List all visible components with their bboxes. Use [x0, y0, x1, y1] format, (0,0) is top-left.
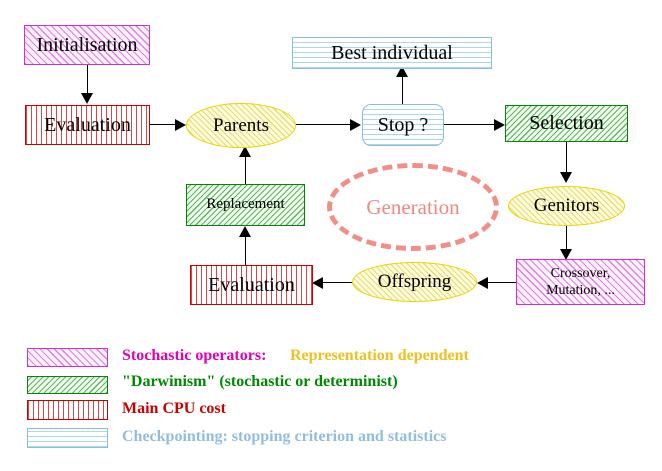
node-replacement-label: Replacement: [206, 196, 285, 213]
arrowhead-up-best-individual: [396, 66, 408, 77]
arrowhead-left-evaluation-bottom: [312, 277, 323, 289]
arrowhead-up-parents: [239, 146, 251, 157]
arrowhead-right-selection: [494, 119, 505, 131]
legend-label-darwinism: "Darwinism" (stochastic or determinist): [122, 373, 398, 390]
legend-label-checkpointing: Checkpointing: stopping criterion and st…: [122, 428, 447, 445]
node-initialisation-label: Initialisation: [36, 33, 138, 56]
arrowhead-up-replacement: [239, 226, 251, 237]
node-evaluation-top[interactable]: Evaluation: [25, 105, 150, 145]
node-genitors-label: Genitors: [533, 195, 600, 217]
legend-swatch-stochastic-operators: [27, 348, 108, 367]
edge-selection-genitors: [566, 141, 568, 175]
node-parents[interactable]: Parents: [186, 103, 296, 148]
node-evaluation-bottom-label: Evaluation: [208, 273, 295, 296]
node-stop[interactable]: Stop ?: [362, 104, 444, 146]
edge-evaluation-parents: [150, 124, 182, 126]
edge-stop-selection: [444, 124, 502, 126]
edge-evaluation-replacement: [245, 230, 247, 268]
edge-genitors-crossover: [566, 225, 568, 253]
arrowhead-right-parents: [175, 119, 186, 131]
edge-replacement-parents: [245, 150, 247, 184]
node-offspring[interactable]: Offspring: [352, 262, 477, 302]
node-initialisation[interactable]: Initialisation: [24, 25, 150, 65]
node-offspring-label: Offspring: [377, 271, 452, 293]
edge-initialisation-evaluation: [87, 65, 89, 97]
node-crossover-mutation[interactable]: Crossover, Mutation, ...: [516, 259, 645, 305]
legend-label-main-cpu-cost: Main CPU cost: [122, 400, 226, 417]
arrowhead-right-stop: [350, 119, 361, 131]
edge-stop-best-individual: [402, 70, 404, 105]
node-generation-label: Generation: [366, 194, 460, 219]
legend-swatch-checkpointing: [27, 428, 108, 448]
node-genitors[interactable]: Genitors: [508, 186, 625, 226]
arrowhead-down-genitors: [560, 172, 572, 183]
edge-offspring-evaluation: [318, 282, 356, 284]
arrowhead-left-offspring: [477, 277, 488, 289]
node-parents-label: Parents: [213, 114, 269, 136]
node-evaluation-top-label: Evaluation: [44, 113, 131, 136]
node-stop-label: Stop ?: [377, 113, 429, 136]
arrowhead-down-evaluation-top: [81, 93, 93, 104]
legend-swatch-darwinism: [27, 376, 108, 394]
node-replacement[interactable]: Replacement: [186, 184, 305, 226]
node-crossover-mutation-label: Crossover, Mutation, ...: [546, 265, 615, 299]
arrowhead-down-crossover: [560, 249, 572, 260]
legend-swatch-main-cpu-cost: [27, 400, 108, 420]
node-best-individual[interactable]: Best individual: [292, 37, 492, 69]
legend-label-representation-dependent: Representation dependent: [290, 347, 469, 364]
node-evaluation-bottom[interactable]: Evaluation: [190, 265, 313, 305]
edge-crossover-offspring: [486, 282, 516, 284]
legend-label-stochastic-operators: Stochastic operators:: [122, 347, 267, 364]
node-best-individual-label: Best individual: [331, 41, 453, 64]
node-selection[interactable]: Selection: [505, 105, 628, 142]
node-selection-label: Selection: [529, 112, 604, 134]
edge-parents-stop: [296, 124, 356, 126]
node-generation-loop: Generation: [327, 163, 499, 251]
